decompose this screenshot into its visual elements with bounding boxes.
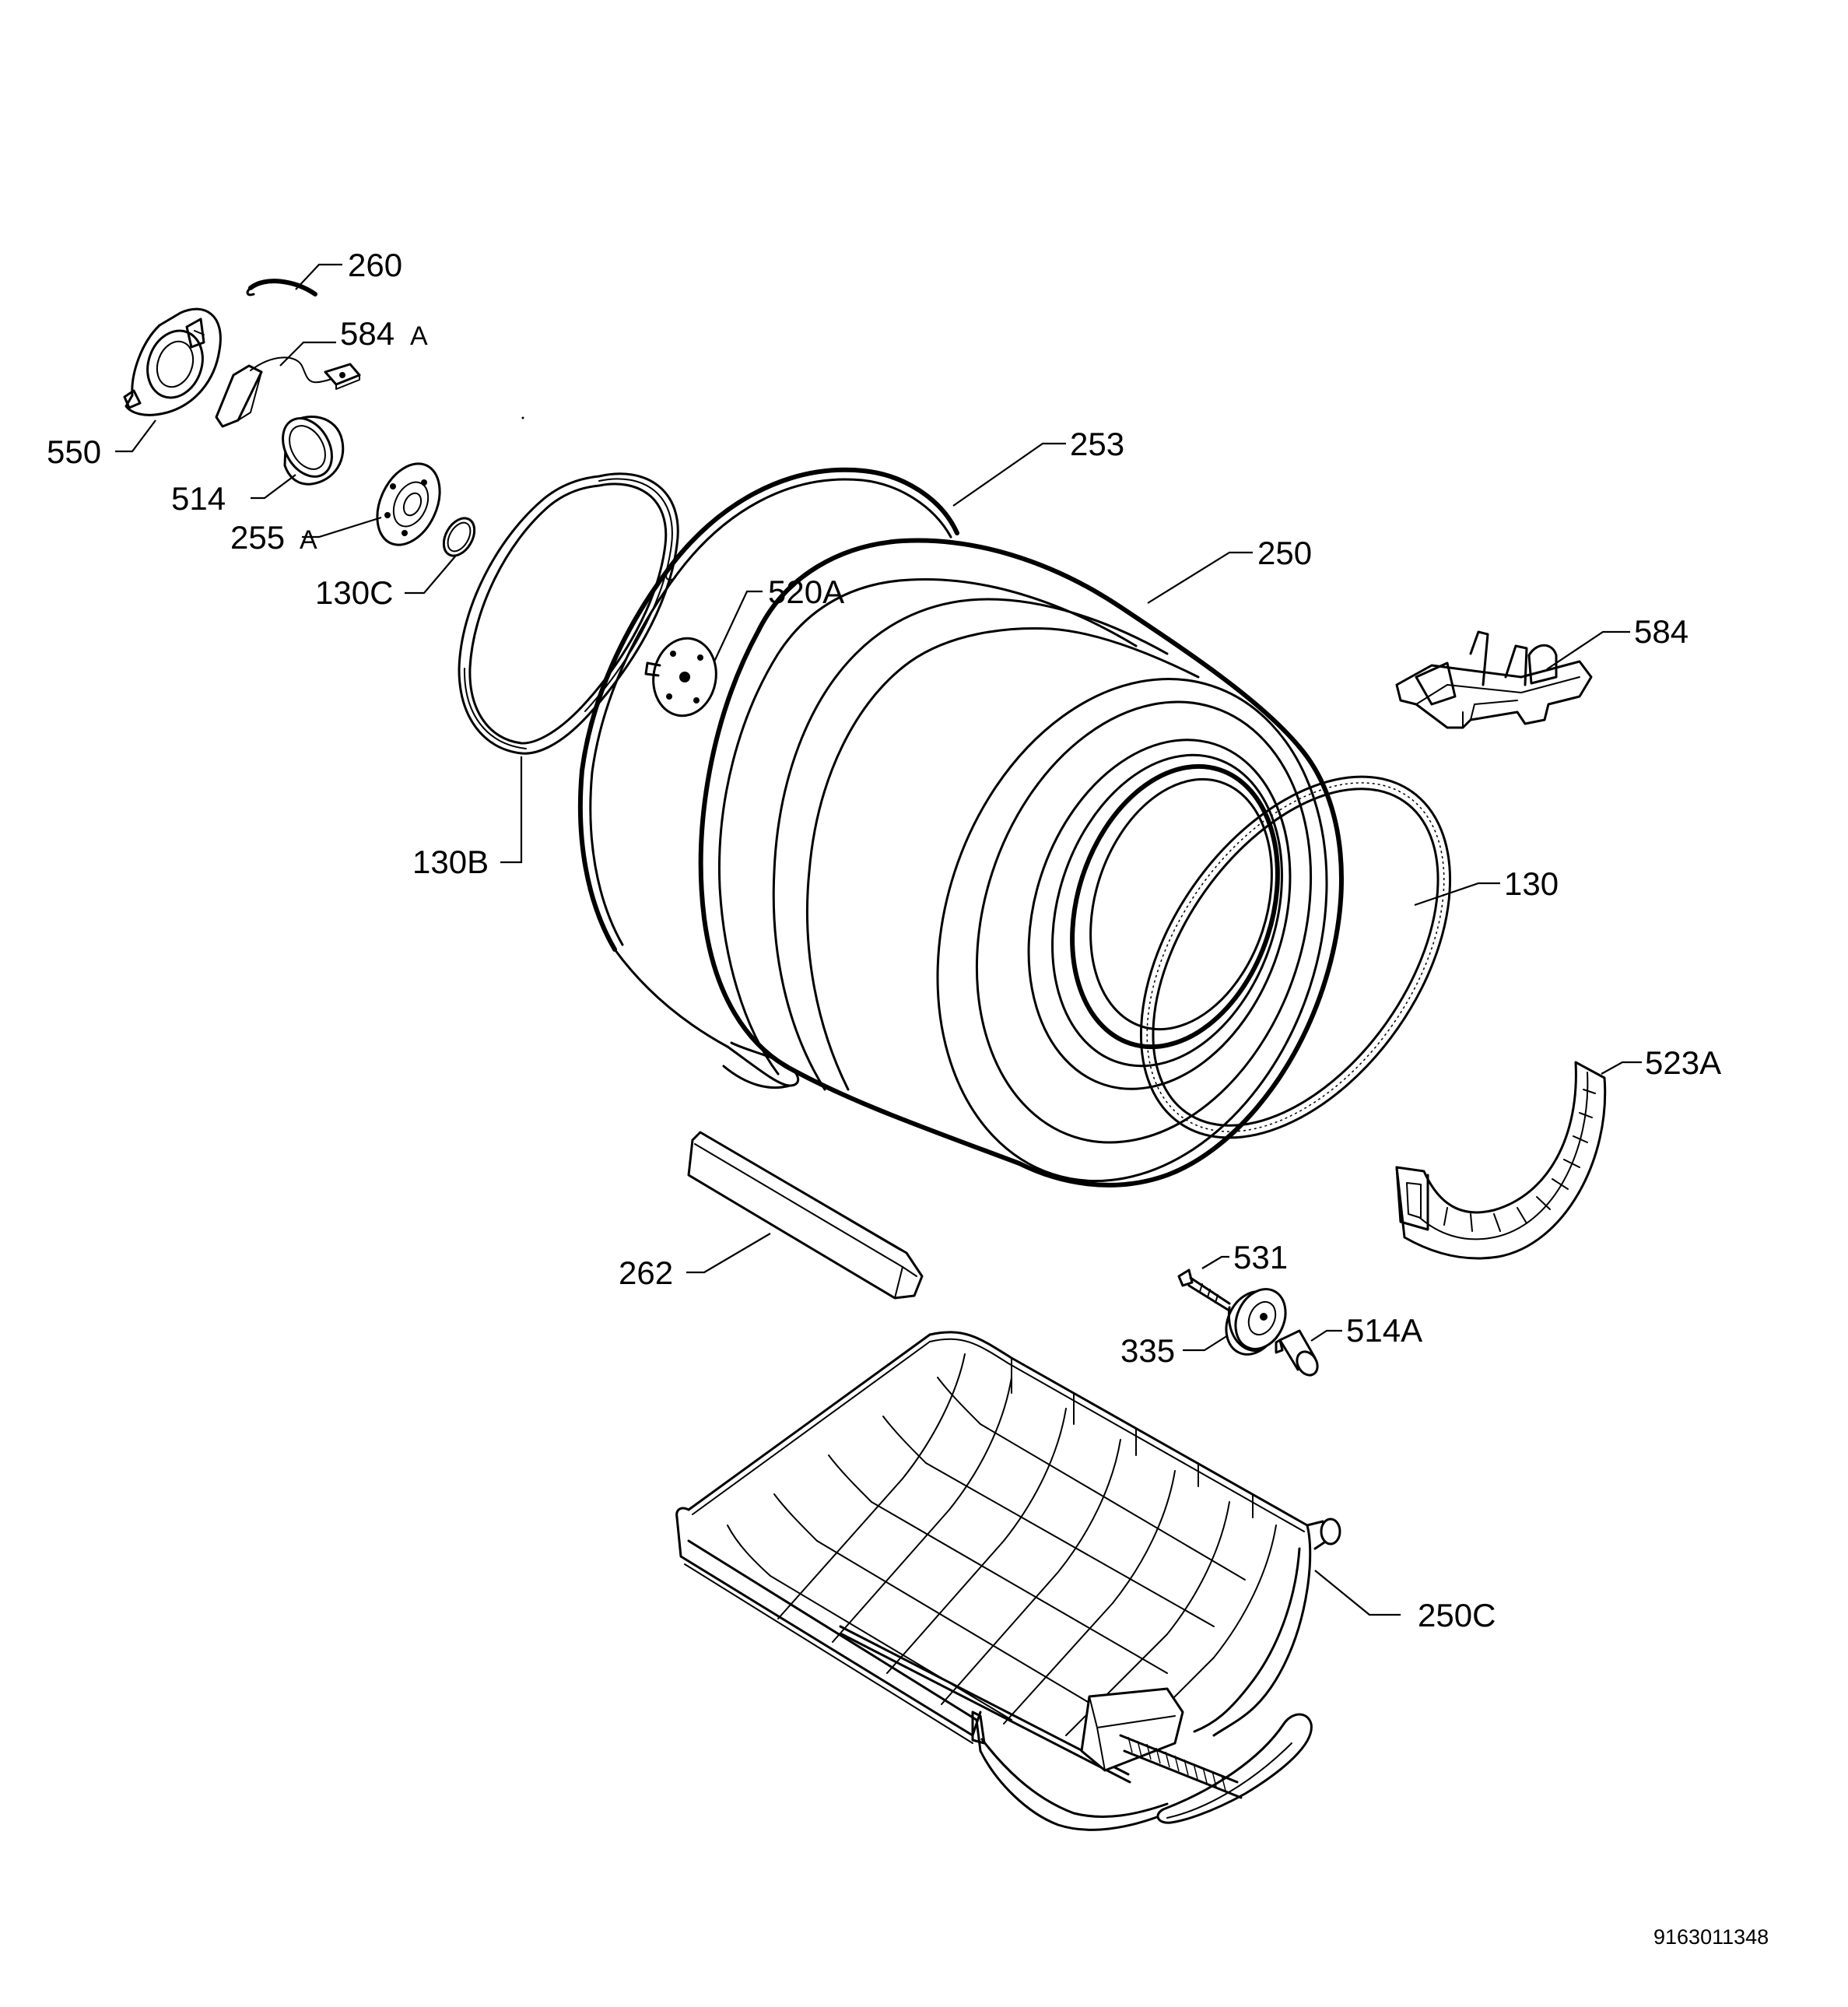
document-number: 9163011348	[1653, 1925, 1769, 1949]
part-550-bearing-housing	[123, 307, 222, 416]
part-labels: 260 584 A 550 514 255 A 130C 253 520A 25…	[47, 247, 1721, 1633]
part-531-screw	[1177, 1268, 1231, 1311]
part-584-switch-bracket	[1395, 630, 1593, 729]
part-514-bushing	[282, 416, 345, 486]
part-130c-ring	[442, 517, 476, 557]
label-523a: 523A	[1645, 1044, 1721, 1081]
label-584a-suffix: A	[410, 321, 428, 351]
part-514a-roller-bushing	[1275, 1329, 1319, 1377]
label-335: 335	[1120, 1332, 1175, 1369]
label-584: 584	[1634, 613, 1688, 650]
label-550: 550	[47, 433, 101, 470]
label-584a: 584	[340, 315, 394, 352]
part-250c-drying-rack	[675, 1331, 1341, 1831]
leader-lines	[115, 263, 1642, 1616]
label-514: 514	[171, 480, 226, 517]
label-262: 262	[619, 1254, 673, 1291]
part-520a-shaft-plate	[644, 637, 717, 718]
label-255a-suffix: A	[300, 525, 317, 555]
label-130: 130	[1504, 865, 1559, 902]
label-514a: 514A	[1346, 1312, 1422, 1349]
part-253-rear-drum-panel	[577, 467, 959, 1089]
label-250c: 250C	[1418, 1597, 1496, 1633]
part-250-drum	[698, 538, 1344, 1188]
label-253: 253	[1070, 426, 1124, 462]
part-523a-arc-support	[1395, 1061, 1607, 1260]
part-262-lifter	[687, 1131, 924, 1300]
label-250: 250	[1257, 535, 1312, 571]
part-255a-bearing-plate	[376, 462, 441, 546]
part-260-clip	[246, 279, 317, 296]
stray-mark	[521, 416, 524, 419]
part-335-roller	[1225, 1288, 1287, 1356]
label-130b: 130B	[412, 844, 489, 880]
part-130-front-seal	[1139, 775, 1452, 1139]
label-130c: 130C	[315, 574, 393, 611]
label-531: 531	[1233, 1239, 1288, 1275]
label-255a: 255	[230, 519, 285, 556]
label-260: 260	[348, 247, 402, 283]
part-584a-sensor-cable	[215, 356, 361, 428]
label-520a: 520A	[768, 574, 844, 610]
part-130b-rear-seal	[458, 472, 679, 755]
